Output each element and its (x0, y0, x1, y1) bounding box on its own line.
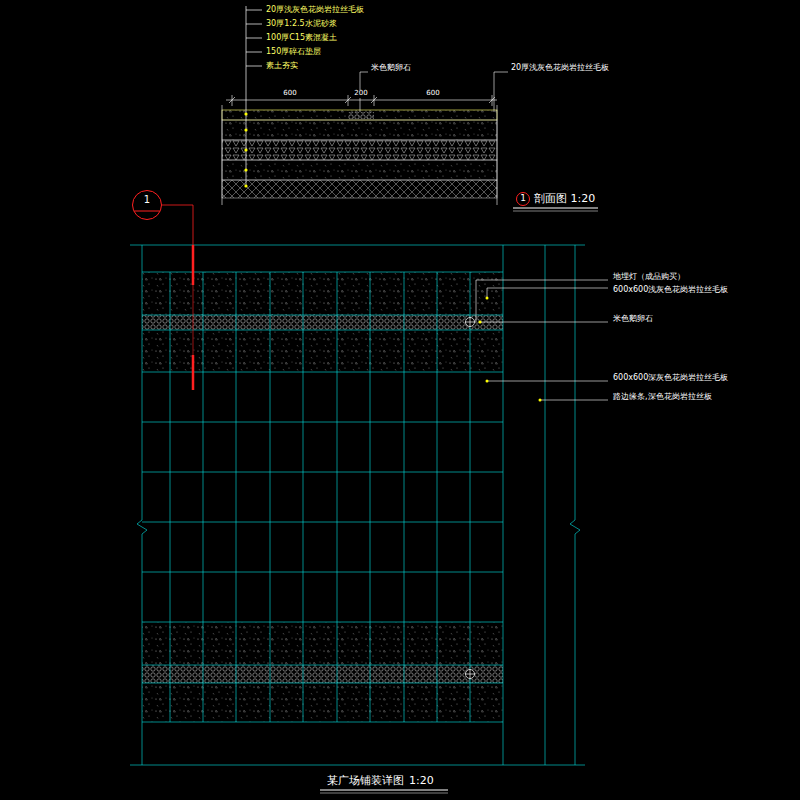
layer-note: 20厚浅灰色花岗岩拉丝毛板 (265, 6, 365, 15)
dimension: 200 (353, 90, 368, 98)
layer-note: 100厚C15素混凝土 (265, 34, 338, 43)
section-view (222, 6, 598, 211)
material-note: 600x600深灰色花岗岩拉丝毛板 (612, 374, 729, 383)
callout-number: 1 (144, 194, 150, 205)
callout-number: 1 (520, 194, 526, 204)
section-callout: 1 (132, 190, 162, 220)
material-note: 米色鹅卵石 (612, 315, 654, 324)
section-title-callout: 1 (516, 192, 530, 206)
drawing-title: 某广场铺装详图 (326, 775, 405, 787)
material-note: 米色鹅卵石 (370, 64, 412, 73)
dimension: 600 (425, 90, 440, 98)
material-note: 600x600浅灰色花岗岩拉丝毛板 (612, 286, 729, 295)
dimension: 600 (282, 90, 297, 98)
plan-view (130, 205, 608, 793)
material-note: 20厚浅灰色花岗岩拉丝毛板 (510, 64, 610, 73)
scale-note: 1:20 (408, 775, 435, 787)
layer-note: 30厚1:2.5水泥砂浆 (265, 20, 338, 29)
material-note: 地埋灯（成品购买） (612, 273, 686, 282)
view-title: 剖面图 1:20 (533, 193, 596, 205)
layer-note: 150厚碎石垫层 (265, 48, 322, 57)
material-note: 路边缘条,深色花岗岩拉丝板 (612, 393, 713, 402)
layer-note: 素土夯实 (265, 62, 299, 71)
